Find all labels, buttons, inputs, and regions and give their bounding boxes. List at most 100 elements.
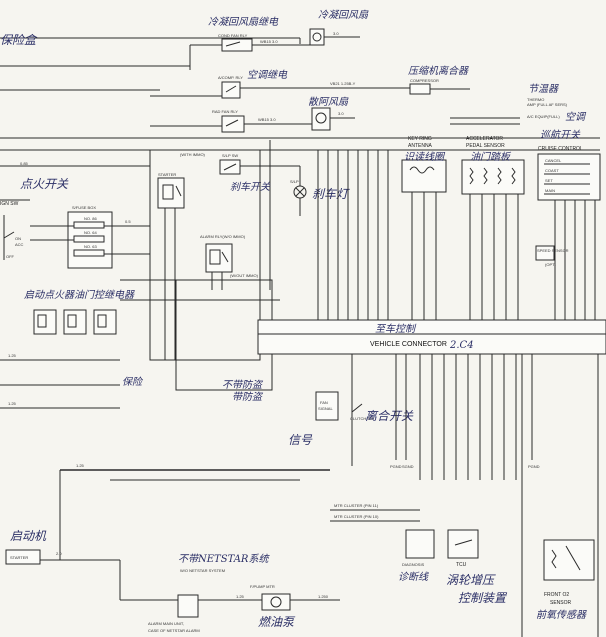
ign-on: ON xyxy=(15,236,21,241)
cond-fan-rly-label: COND FAN RLY xyxy=(218,33,248,38)
rad-fan-note: 散阿风扇 xyxy=(308,96,349,108)
sub-fuse-box: S/FUSE BOX NO. 86 NO. 64 NO. 63 0.5 xyxy=(30,205,150,269)
key-ring-antenna: KEY RING ANTENNA 识读线圈 xyxy=(401,136,447,322)
cruise-main: MAIN xyxy=(545,188,555,193)
fpump-label: F/PUMP MTR xyxy=(250,584,275,589)
svg-text:3.0: 3.0 xyxy=(333,31,339,36)
wire-085: 0.85 xyxy=(20,161,29,166)
alarm-relay: ALARM RLY(W/O IMMO) xyxy=(200,234,246,290)
cruise-cancel: CANCEL xyxy=(545,158,562,163)
immo-note: 不带防盗 xyxy=(222,379,264,391)
rad-fan-relay: RAD FAN RLY 散阿风扇 WB15 3.0 3.0 xyxy=(150,96,355,133)
ecu-note: 至车控制 xyxy=(375,323,417,335)
alarm-main-2: CASE OF NETSTAR ALARM xyxy=(148,628,200,633)
rad-fan-rly-label: RAD FAN RLY xyxy=(212,109,238,114)
diagnosis-note: 诊断线 xyxy=(398,571,429,583)
front-o2-label-1: FRONT O2 xyxy=(544,592,569,598)
speed-sensor-label: SPEED SENSOR xyxy=(537,248,569,253)
mtr-cluster-2: MTR CLUSTER (PIN 10) xyxy=(334,514,379,519)
relay-cluster: 启动点火器油门控继电器 1.25 1.25 0.85 xyxy=(0,161,135,409)
wire-1250: 1.250 xyxy=(318,594,329,599)
o2-note: 前氧传感器 xyxy=(536,609,587,621)
grounds: PGND SGND PGND xyxy=(390,354,540,469)
fpump-note: 燃油泵 xyxy=(258,615,296,629)
accelerator-label: ACCELERATOR xyxy=(466,136,503,142)
fuse-86: NO. 86 xyxy=(84,216,97,221)
fan-signal-label-1: FAN xyxy=(320,400,328,405)
fan-signal-label-2: SIGNAL xyxy=(318,406,333,411)
pgnd-3: PGND xyxy=(528,464,540,469)
starter-label: STARTER xyxy=(10,555,28,560)
wire-125-a: 1.25 xyxy=(8,353,17,358)
netstar-note: 不带NETSTAR系统 xyxy=(178,553,270,565)
pgnd-1: PGND xyxy=(390,464,402,469)
front-o2-label-2: SENSOR xyxy=(550,600,572,606)
thermo: THERMO AMP (FULL AF SERS) A/C EQUIP(FULL… xyxy=(450,83,587,125)
lamp-note: 刹车灯 xyxy=(312,187,350,201)
vehicle-connector-label: VEHICLE CONNECTOR xyxy=(370,341,447,348)
thermo-label: THERMO xyxy=(527,97,544,102)
ign-sw-label: IGN SW xyxy=(0,201,19,207)
cond-fan-relay-note: 冷凝回风扇继电 xyxy=(208,16,279,28)
brake-note: 刹车开关 xyxy=(230,181,271,193)
immo-note2: 带防盗 xyxy=(232,391,264,403)
ac-note: 空调 xyxy=(565,111,587,123)
compressor-note: 压缩机离合器 xyxy=(408,65,469,77)
clutch-note: 离合开关 xyxy=(365,409,414,423)
cond-fan-note: 冷凝回风扇 xyxy=(318,9,369,21)
alarm-rly-label: ALARM RLY(W/O IMMO) xyxy=(200,234,246,239)
vehicle-connector: VEHICLE CONNECTOR 2.C4 至车控制 xyxy=(257,150,606,480)
starter-relay: STARTER xyxy=(157,172,185,360)
signal-note: 信号 xyxy=(288,433,313,447)
pedal-sensor-label: PEDAL SENSOR xyxy=(466,143,505,149)
pedal-note: 油门踏板 xyxy=(470,151,512,163)
tcu-label: TCU xyxy=(456,562,467,568)
wire-20: 2.0 xyxy=(56,551,62,556)
mtr-cluster-1: MTR CLUSTER (PIN 11) xyxy=(334,503,379,508)
slp-sw-label: S/LP SW xyxy=(222,153,238,158)
wire-125-b: 1.25 xyxy=(8,401,17,406)
slp-label: S/LP xyxy=(290,179,299,184)
ign-note: 点火开关 xyxy=(20,177,69,191)
diagnosis: DIAGNOSIS 诊断线 xyxy=(398,529,435,583)
cruise-note: 巡航开关 xyxy=(540,129,581,141)
wout-immo-label: (W/OUT IMMO) xyxy=(230,273,259,278)
clutch-sw-label: CLUTCH SW xyxy=(350,416,374,421)
cruise-set: SET xyxy=(545,178,553,183)
compressor: COMPRESSOR 压缩机离合器 xyxy=(408,65,470,95)
fuse-63: NO. 63 xyxy=(84,244,97,249)
netstar-section: 不带NETSTAR系统 W/O NETSTAR SYSTEM ALARM MAI… xyxy=(148,553,270,633)
acomp-relay: A/COMP. RLY 空调继电 VB21 1.25B-Y xyxy=(150,69,410,99)
key-ring-label: KEY RING xyxy=(408,136,432,142)
front-o2-sensor: FRONT O2 SENSOR 前氧传感器 xyxy=(536,539,595,621)
stop-lamp-switch: (WITH IMMO) S/LP SW 刹车开关 S/LP 刹车灯 xyxy=(180,152,350,216)
svg-text:VB21 1.25B-Y: VB21 1.25B-Y xyxy=(330,81,356,86)
cruise-coast: COAST xyxy=(545,168,559,173)
starter-rly-label: STARTER xyxy=(158,172,176,177)
fan-signal: FAN SIGNAL 信号 xyxy=(288,391,339,447)
antenna-note: 识读线圈 xyxy=(404,151,446,163)
wire-05: 0.5 xyxy=(125,219,131,224)
starter-note: 启动机 xyxy=(10,529,47,543)
accelerator-pedal-sensor: ACCELERATOR PEDAL SENSOR 油门踏板 xyxy=(461,136,525,322)
cruise-control: CANCEL COAST SET MAIN CRUISE CONTROL 巡航开… xyxy=(537,129,601,322)
fuse-box-note: 保险盒 xyxy=(0,33,38,47)
ign-acc: ACC xyxy=(15,242,24,247)
fuse-note: 保险 xyxy=(122,376,144,388)
wire-125-d: 1.25 xyxy=(236,594,245,599)
clutch-switch: CLUTCH SW 离合开关 xyxy=(350,354,414,466)
relay-cluster-note: 启动点火器油门控继电器 xyxy=(24,289,135,301)
meter-cluster-lines: MTR CLUSTER (PIN 11) MTR CLUSTER (PIN 10… xyxy=(330,503,420,522)
bottom-wires: 1.25 xyxy=(40,463,340,601)
tcu-note-1: 涡轮增压 xyxy=(446,573,496,587)
thermo-sub2: A/C EQUIP(FULL) xyxy=(527,114,560,119)
alarm-main-1: ALARM MAIN UNIT, xyxy=(148,621,184,626)
acomp-relay-note: 空调继电 xyxy=(247,69,288,81)
top-feed-wires xyxy=(0,37,600,290)
tcu-note-2: 控制装置 xyxy=(458,591,508,605)
svg-text:WB15 3.0: WB15 3.0 xyxy=(258,117,276,122)
cruise-label: CRUISE CONTROL xyxy=(538,146,583,152)
cond-fan-relay: COND FAN RLY 冷凝回风扇继电 冷凝回风扇 WB15 3.0 3.0 xyxy=(189,9,369,70)
connector-pin-wires xyxy=(317,150,517,480)
tcu: TCU 涡轮增压 控制装置 xyxy=(446,529,508,605)
